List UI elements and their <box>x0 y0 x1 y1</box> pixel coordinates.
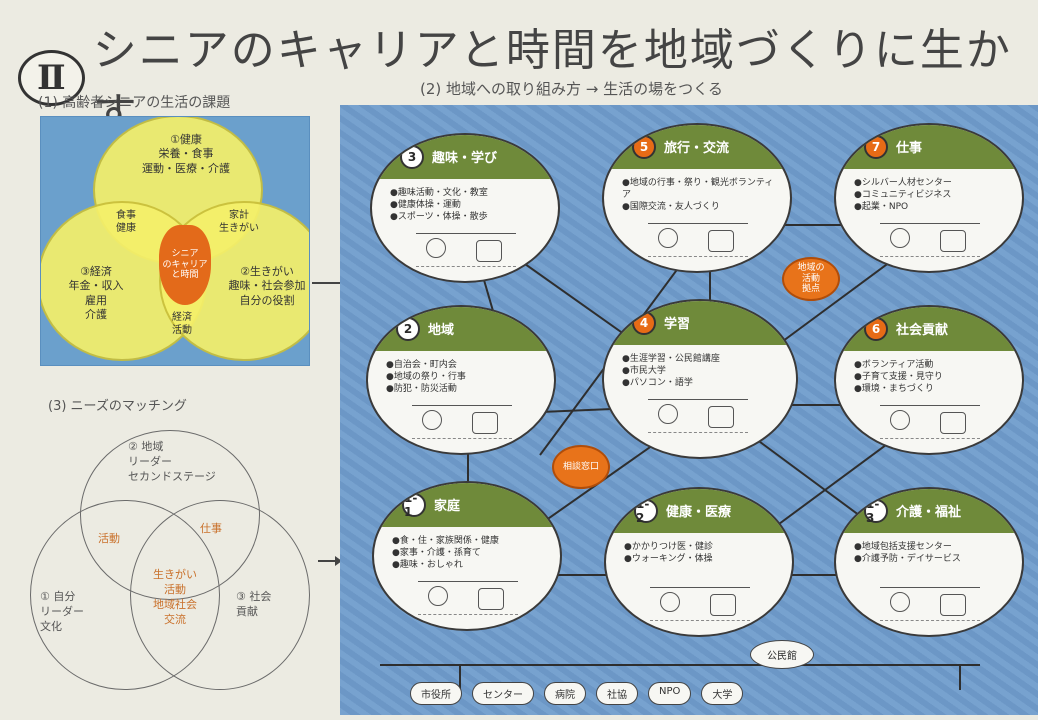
node-title: 介護・福祉 <box>896 505 962 520</box>
illustration-sketch <box>416 233 516 267</box>
node-care-welfare[interactable]: 1-3 介護・福祉 ●地域包括支援センター ●介護予防・デイサービス <box>834 487 1024 637</box>
node-number: 4 <box>632 311 656 335</box>
network-panel: 3 趣味・学び ●趣味活動・文化・教室 ●健康体操・運動 ●スポーツ・体操・散歩… <box>340 105 1038 715</box>
node-title: 学習 <box>664 317 691 332</box>
center-tag[interactable]: 公民館 <box>750 640 814 669</box>
node-number: 5 <box>632 135 656 159</box>
node-number: 6 <box>864 317 888 341</box>
illustration-sketch <box>880 587 980 621</box>
node-body: ●生涯学習・公民館講座 ●市民大学 ●パソコン・語学 <box>622 354 720 389</box>
illustration-sketch <box>412 405 512 439</box>
node-title: 社会貢献 <box>896 323 949 338</box>
venn-overlap-1: 食事 健康 <box>116 210 136 234</box>
venn-panel: ①健康 栄養・食事 運動・医療・介護 ③経済 年金・収入 雇用 介護 ②生きがい… <box>40 116 310 366</box>
node-body: ●地域包括支援センター ●介護予防・デイサービス <box>854 542 961 565</box>
node-number: 1-3 <box>864 497 888 525</box>
sketch-label-social: ③ 社会 貢献 <box>236 590 272 618</box>
venn-label-health: ①健康 栄養・食事 運動・医療・介護 <box>142 133 230 175</box>
node-title: 健康・医療 <box>666 505 732 520</box>
illustration-sketch <box>880 223 980 257</box>
bottom-item[interactable]: 病院 <box>544 682 586 705</box>
node-body: ●ボランティア活動 ●子育て支援・見守り ●環境・まちづくり <box>854 360 943 395</box>
bottom-item[interactable]: 社協 <box>596 682 638 705</box>
hub-activity-base[interactable]: 地域の 活動 拠点 <box>782 257 840 301</box>
node-travel-exchange[interactable]: 5 旅行・交流 ●地域の行事・祭り・観光ボランティア ●国際交流・友人づくり <box>602 123 792 273</box>
sketch-circle-right <box>130 500 310 690</box>
connector-arrow-lower <box>318 556 342 566</box>
node-body: ●かかりつけ医・健診 ●ウォーキング・体操 <box>624 542 713 565</box>
sketch-label-work: 仕事 <box>200 522 222 535</box>
sketch-label-core: 生きがい 活動 地域社会 交流 <box>153 568 197 626</box>
venn-overlap-2: 家計 生きがい <box>219 210 259 234</box>
node-body: ●シルバー人材センター ●コミュニティビジネス ●起業・NPO <box>854 178 952 213</box>
venn-label-economy: ③経済 年金・収入 雇用 介護 <box>68 265 124 321</box>
venn-core: シニア のキャリア と時間 <box>159 225 211 305</box>
venn-overlap-3: 経済 活動 <box>172 312 192 336</box>
node-body: ●自治会・町内会 ●地域の祭り・行事 ●防犯・防災活動 <box>386 360 466 395</box>
venn-label-purpose: ②生きがい 趣味・社会参加 自分の役割 <box>228 265 306 307</box>
node-number: 7 <box>864 135 888 159</box>
illustration-sketch <box>648 399 748 433</box>
node-body: ●食・住・家族関係・健康 ●家事・介護・孫育て ●趣味・おしゃれ <box>392 536 499 571</box>
subtitle-right: (2) 地域への取り組み方 → 生活の場をつくる <box>420 80 723 98</box>
node-work[interactable]: 7 仕事 ●シルバー人材センター ●コミュニティビジネス ●起業・NPO <box>834 123 1024 273</box>
node-number: 2 <box>396 317 420 341</box>
node-body: ●趣味活動・文化・教室 ●健康体操・運動 ●スポーツ・体操・散歩 <box>390 188 488 223</box>
illustration-sketch <box>650 587 750 621</box>
connector-arrow <box>312 282 340 284</box>
node-body: ●地域の行事・祭り・観光ボランティア ●国際交流・友人づくり <box>622 178 774 213</box>
node-title: 仕事 <box>896 141 923 156</box>
hub-consultation[interactable]: 相談窓口 <box>552 445 610 489</box>
node-title: 旅行・交流 <box>664 141 730 156</box>
node-social-contribution[interactable]: 6 社会貢献 ●ボランティア活動 ●子育て支援・見守り ●環境・まちづくり <box>834 305 1024 455</box>
sketch-label-self: ① 自分 リーダー 文化 <box>40 590 84 633</box>
node-number: 1-2 <box>634 497 658 525</box>
illustration-sketch <box>648 223 748 257</box>
bottom-item[interactable]: センター <box>472 682 534 705</box>
bottom-bar: 市役所 センター 病院 社協 NPO 大学 <box>410 682 744 705</box>
node-community[interactable]: 2 地域 ●自治会・町内会 ●地域の祭り・行事 ●防犯・防災活動 <box>366 305 556 455</box>
bottom-item[interactable]: 市役所 <box>410 682 462 705</box>
illustration-sketch <box>880 405 980 439</box>
sketch-venn-title: (3) ニーズのマッチング <box>48 399 187 414</box>
roman-numeral-badge: Ⅱ <box>18 50 85 106</box>
bottom-item[interactable]: NPO <box>648 682 692 705</box>
node-study[interactable]: 4 学習 ●生涯学習・公民館講座 ●市民大学 ●パソコン・語学 <box>602 299 798 459</box>
node-title: 家庭 <box>434 499 461 514</box>
sketch-label-leader: ② 地域 リーダー セカンドステージ <box>128 440 216 483</box>
node-title: 地域 <box>428 323 455 338</box>
illustration-sketch <box>418 581 518 615</box>
node-hobby-learning[interactable]: 3 趣味・学び ●趣味活動・文化・教室 ●健康体操・運動 ●スポーツ・体操・散歩 <box>370 133 560 283</box>
node-home[interactable]: 1-1 家庭 ●食・住・家族関係・健康 ●家事・介護・孫育て ●趣味・おしゃれ <box>372 481 562 631</box>
node-title: 趣味・学び <box>432 151 498 166</box>
bottom-item[interactable]: 大学 <box>701 682 744 705</box>
sketch-label-activity: 活動 <box>98 532 120 545</box>
node-health-medical[interactable]: 1-2 健康・医療 ●かかりつけ医・健診 ●ウォーキング・体操 <box>604 487 794 637</box>
node-number: 3 <box>400 145 424 169</box>
node-number: 1-1 <box>402 491 426 519</box>
subtitle-left: (1) 高齢者シニアの生活の課題 <box>38 95 231 111</box>
